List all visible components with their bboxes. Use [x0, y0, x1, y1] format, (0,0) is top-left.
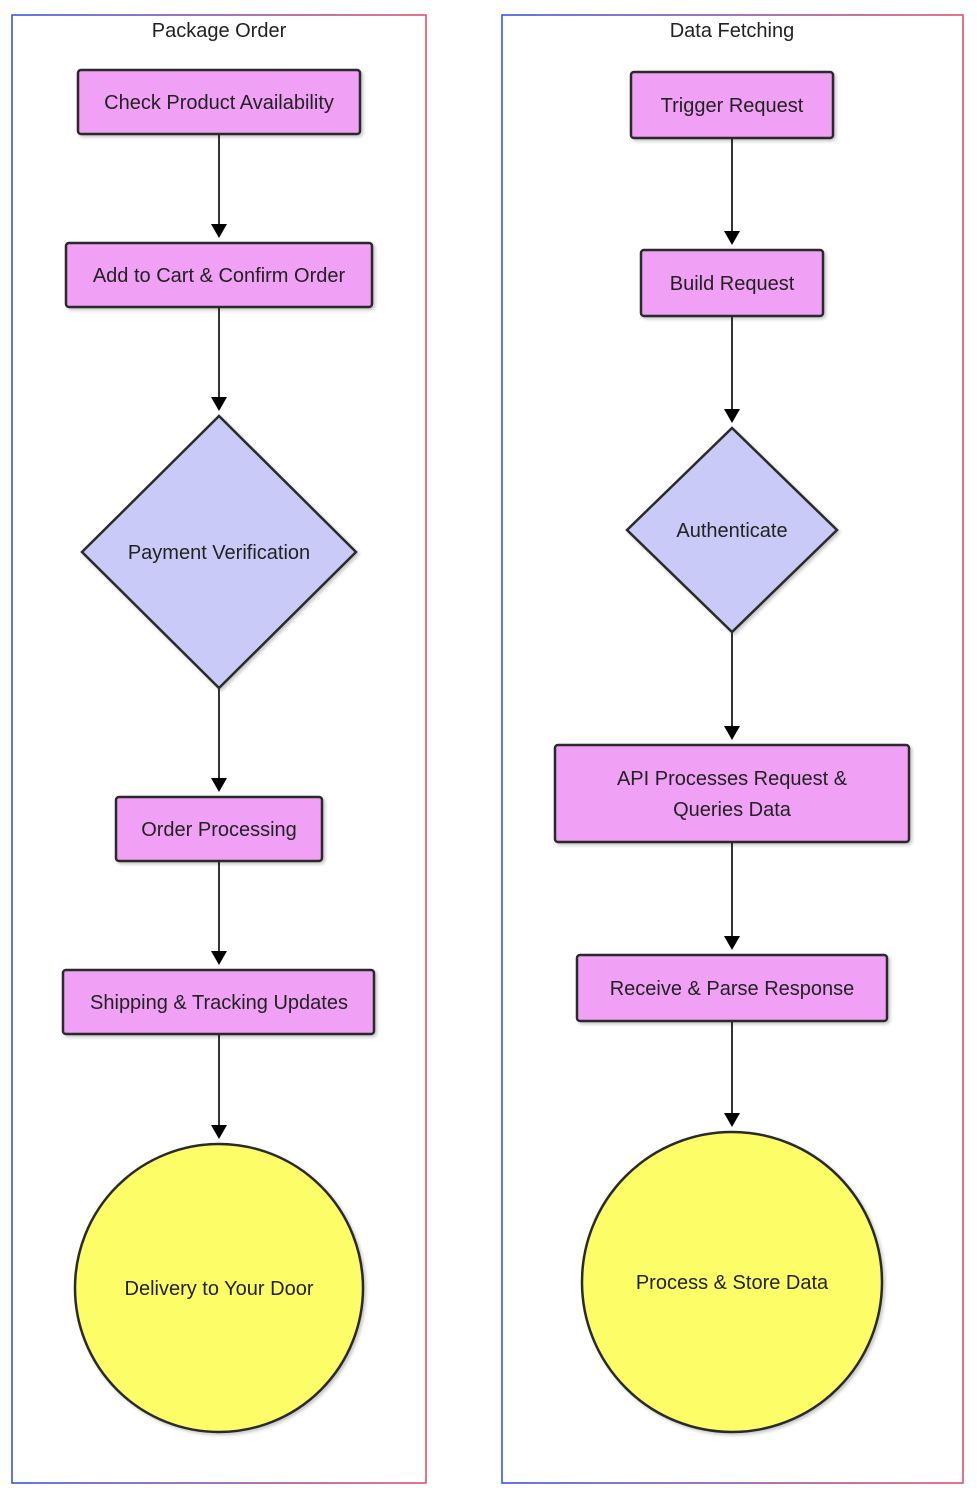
arrowhead [211, 951, 227, 965]
rect-node-receive-and-parse-response: Receive & Parse Response [575, 953, 889, 1023]
arrowhead [724, 1113, 740, 1127]
process-box [629, 70, 835, 140]
edges [211, 135, 227, 1139]
rect-node-build-request: Build Request [639, 248, 825, 318]
rect-node-order-processing: Order Processing [114, 795, 324, 863]
rect-node-add-to-cart-and-confirm-order: Add to Cart & Confirm Order [64, 241, 374, 309]
decision-diamond [80, 414, 358, 690]
panel-title: Data Fetching [670, 20, 795, 42]
process-box [61, 968, 376, 1036]
node-label: API Processes Request & [617, 768, 848, 790]
node-label: Process & Store Data [636, 1272, 829, 1294]
rect-node-shipping-and-tracking-updates: Shipping & Tracking Updates [61, 968, 376, 1036]
node-label: Trigger Request [661, 95, 804, 117]
panel-title: Package Order [152, 20, 287, 42]
node-label: Authenticate [676, 520, 787, 542]
arrowhead [724, 231, 740, 245]
node-label: Order Processing [141, 819, 297, 841]
process-box [64, 241, 374, 309]
process-box [76, 68, 362, 136]
process-box [114, 795, 324, 863]
arrowhead [724, 726, 740, 740]
node-label: Check Product Availability [104, 92, 334, 114]
rect-node-api-processes-request-and-queries-data: API Processes Request & Queries Data [553, 743, 911, 844]
rect-node-check-product-availability: Check Product Availability [76, 68, 362, 136]
terminal-circle [73, 1142, 365, 1434]
node-label: Shipping & Tracking Updates [90, 992, 348, 1014]
arrowhead [211, 224, 227, 238]
process-box [639, 248, 825, 318]
arrowhead [724, 409, 740, 423]
diamond-node-payment-verification: Payment Verification [80, 414, 358, 690]
node-label: Payment Verification [128, 542, 310, 564]
circle-node-delivery-to-your-door: Delivery to Your Door [73, 1142, 365, 1434]
terminal-circle [580, 1130, 884, 1434]
arrowhead [211, 778, 227, 792]
circle-node-process-and-store-data: Process & Store Data [580, 1130, 884, 1434]
diamond-node-authenticate: Authenticate [625, 426, 839, 634]
node-label: Add to Cart & Confirm Order [93, 265, 346, 287]
process-box [575, 953, 889, 1023]
arrowhead [211, 397, 227, 411]
edges [724, 139, 740, 1127]
decision-diamond [625, 426, 839, 634]
rect-node-trigger-request: Trigger Request [629, 70, 835, 140]
node-label: Receive & Parse Response [610, 978, 855, 1000]
node-label: Queries Data [673, 799, 792, 821]
node-label: Build Request [670, 273, 795, 295]
arrowhead [211, 1125, 227, 1139]
process-box [553, 743, 911, 844]
arrowhead [724, 936, 740, 950]
node-label: Delivery to Your Door [125, 1278, 314, 1300]
